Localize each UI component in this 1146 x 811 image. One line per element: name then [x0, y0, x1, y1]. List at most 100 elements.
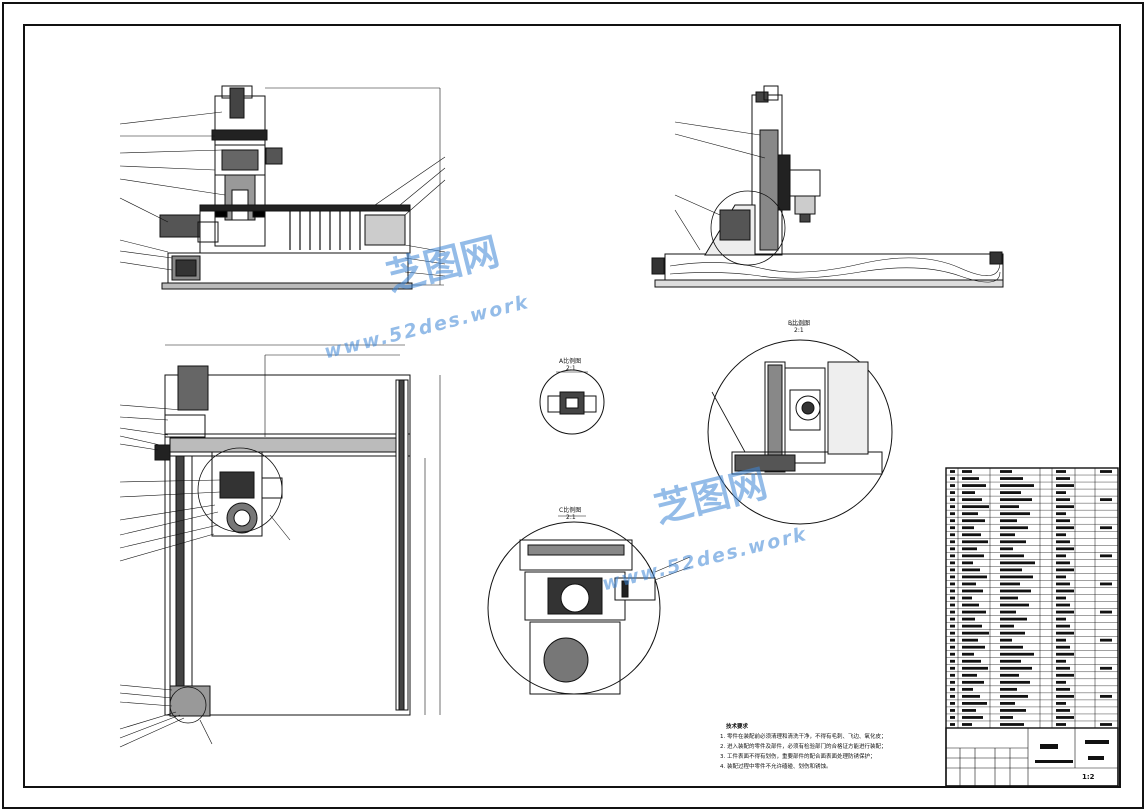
- parts-list-cell-text: [950, 659, 955, 663]
- parts-list-cell-text: [962, 498, 982, 502]
- parts-list-cell-text: [950, 582, 955, 586]
- tech-note-item: 3. 工件表面不得有划伤，重要部件的配合面表面处理防锈保护；: [720, 754, 876, 760]
- parts-list-cell-text: [1056, 709, 1070, 712]
- parts-list-cell-text: [1000, 575, 1033, 579]
- parts-list: [945, 467, 1119, 787]
- parts-list-cell-text: [950, 554, 955, 558]
- parts-list-cell-text: [950, 498, 955, 502]
- parts-list-cell-text: [1000, 680, 1030, 684]
- parts-list-cell-text: [1000, 617, 1027, 621]
- parts-list-cell-text: [1000, 652, 1034, 656]
- parts-list-cell-text: [1056, 694, 1074, 698]
- detail-a-caption-text: A比例图: [559, 358, 582, 365]
- parts-list-cell-text: [962, 638, 978, 642]
- parts-list-cell-text: [962, 519, 985, 523]
- parts-list-cell-text: [1000, 603, 1029, 607]
- parts-list-cell-text: [1056, 568, 1074, 572]
- parts-list-cell-text: [962, 526, 974, 530]
- detail-c-scale-text: 2:1: [566, 514, 576, 521]
- parts-list-cell-text: [1000, 687, 1017, 691]
- parts-list-cell-text: [950, 673, 955, 677]
- detail-a-view: [539, 369, 605, 435]
- detail-b-view: [707, 324, 893, 525]
- parts-list-cell-text: [1056, 716, 1074, 719]
- parts-list-cell-text: [950, 589, 955, 593]
- parts-list-cell-text: [962, 666, 988, 670]
- parts-list-cell-text: [1056, 631, 1074, 635]
- parts-list-cell-text: [962, 659, 981, 663]
- parts-list-cell-text: [1000, 631, 1025, 635]
- parts-list-cell-text: [1056, 533, 1066, 537]
- parts-list-cell-text: [1000, 561, 1035, 565]
- parts-list-cell-text: [962, 631, 989, 635]
- parts-list-cell-text: [962, 589, 983, 593]
- detail-b-caption-text: B比例图: [788, 320, 811, 327]
- parts-list-cell-text: [962, 709, 976, 712]
- parts-list-cell-text: [1100, 723, 1112, 726]
- parts-list-cell-text: [1056, 477, 1070, 480]
- parts-list-cell-text: [1056, 470, 1066, 473]
- parts-list-cell-text: [962, 484, 986, 487]
- parts-list-cell-text: [950, 617, 955, 621]
- parts-list-cell-text: [1056, 554, 1066, 558]
- parts-list-cell-text: [1000, 505, 1019, 509]
- parts-list-cell-text: [950, 596, 955, 600]
- parts-list-cell-text: [1000, 540, 1026, 544]
- tech-note-item: 2. 进入装配的零件及部件，必须有检验部门的合格证方能进行装配；: [720, 744, 887, 750]
- parts-list-cell-text: [950, 723, 955, 726]
- tech-note-item: 4. 装配过程中零件不允许磕碰、划伤和锈蚀。: [720, 764, 832, 770]
- parts-list-cell-text: [962, 477, 979, 480]
- parts-list-cell-text: [1000, 519, 1017, 523]
- parts-list-cell-text: [1000, 666, 1032, 670]
- parts-list-cell-text: [950, 680, 955, 684]
- parts-list-cell-text: [1056, 575, 1066, 579]
- parts-list-cell-text: [962, 610, 986, 614]
- parts-list-cell-text: [1100, 666, 1112, 670]
- parts-list-cell-text: [1056, 596, 1066, 600]
- detail-b-scale-text: 2:1: [794, 327, 804, 334]
- parts-list-cell-text: [962, 561, 973, 565]
- parts-list-cell-text: [1000, 477, 1023, 480]
- parts-list-cell-text: [962, 540, 988, 544]
- detail-a-scale: 2:1: [566, 365, 576, 372]
- side-view: [651, 85, 1004, 288]
- top-view: [119, 344, 441, 748]
- parts-list-cell-text: [1056, 582, 1070, 586]
- parts-list-cell-text: [1000, 596, 1018, 600]
- parts-list-cell-text: [1056, 519, 1070, 523]
- parts-list-cell-text: [950, 709, 955, 712]
- parts-list-cell-text: [1056, 547, 1074, 551]
- parts-list-cell-text: [950, 568, 955, 572]
- detail-a-caption: A比例图: [559, 356, 581, 365]
- parts-list-cell-text: [1056, 526, 1074, 530]
- parts-list-cell-text: [1056, 603, 1070, 607]
- parts-list-cell-text: [962, 470, 972, 473]
- parts-list-cell-text: [1056, 673, 1074, 677]
- parts-list-cell-text: [1056, 638, 1066, 642]
- parts-list-cell-text: [962, 533, 981, 537]
- parts-list-cell-text: [1000, 624, 1014, 628]
- parts-list-cell-text: [1000, 702, 1015, 705]
- detail-b-scale: 2:1: [794, 327, 804, 334]
- parts-list-cell-text: [1100, 554, 1112, 558]
- detail-c-caption: C比例图: [559, 505, 581, 514]
- parts-list-cell-text: [962, 702, 987, 705]
- parts-list-cell-text: [1000, 582, 1020, 586]
- parts-list-cell-text: [1056, 659, 1066, 663]
- parts-list-cell-text: [1000, 723, 1024, 726]
- detail-c-caption-text: C比例图: [559, 507, 582, 514]
- parts-list-cell-text: [950, 716, 955, 719]
- parts-list-cell-text: [962, 596, 972, 600]
- parts-list-cell-text: [1056, 589, 1074, 593]
- parts-list-cell-text: [1000, 673, 1019, 677]
- parts-list-cell-text: [962, 624, 982, 628]
- parts-list-cell-text: [962, 673, 977, 677]
- parts-list-cell-text: [1056, 505, 1074, 509]
- parts-list-cell-text: [1000, 638, 1012, 642]
- parts-list-cell-text: [1100, 638, 1112, 642]
- detail-c-view: [487, 515, 691, 695]
- parts-list-cell-text: [1056, 624, 1070, 628]
- parts-list-cell-text: [950, 652, 955, 656]
- detail-b-caption: B比例图: [788, 318, 810, 327]
- parts-list-cell-text: [950, 610, 955, 614]
